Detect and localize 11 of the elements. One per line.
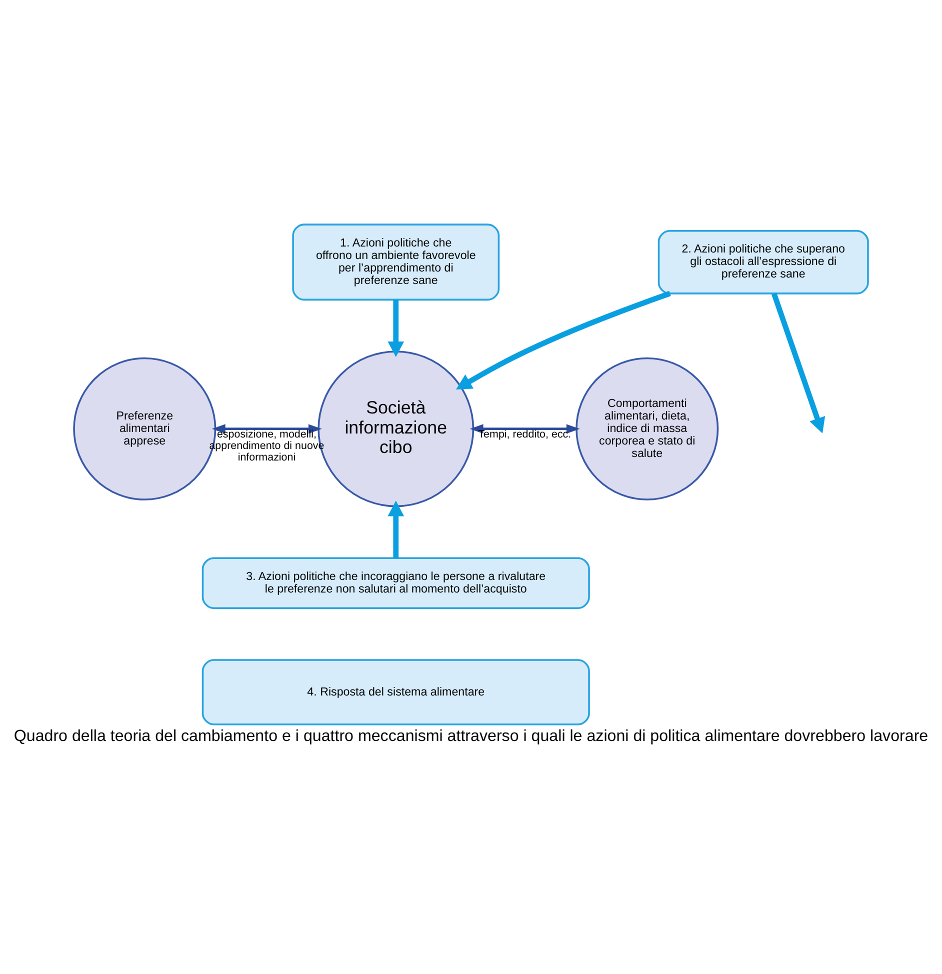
arrow [388, 300, 404, 358]
arrow [456, 290, 671, 390]
arrow [388, 500, 404, 558]
caption: Quadro della teoria del cambiamento e i quattro meccanismi attraverso i quali le azioni di politica alimentare dovrebbero lavorare [14, 726, 928, 745]
node-circle: Comportamenti alimentari, dieta, indice di massa corporea e stato di salute [576, 357, 719, 500]
node-box: 4. Risposta del sistema alimentare [202, 659, 590, 726]
node-box: 3. Azioni politiche che incoraggiano le persone a rivalutare le preferenze non salutari al momento dell’acquisto [202, 557, 590, 610]
node-box: 2. Azioni politiche che superano gli ostacoli all’espressione di preferenze sane [658, 230, 869, 294]
edge-label: Tempi, reddito, ecc. [478, 428, 572, 440]
arrow [771, 292, 826, 434]
node-box: 1. Azioni politiche che offrono un ambiente favorevole per l’apprendimento di preferenze sane [292, 224, 500, 301]
